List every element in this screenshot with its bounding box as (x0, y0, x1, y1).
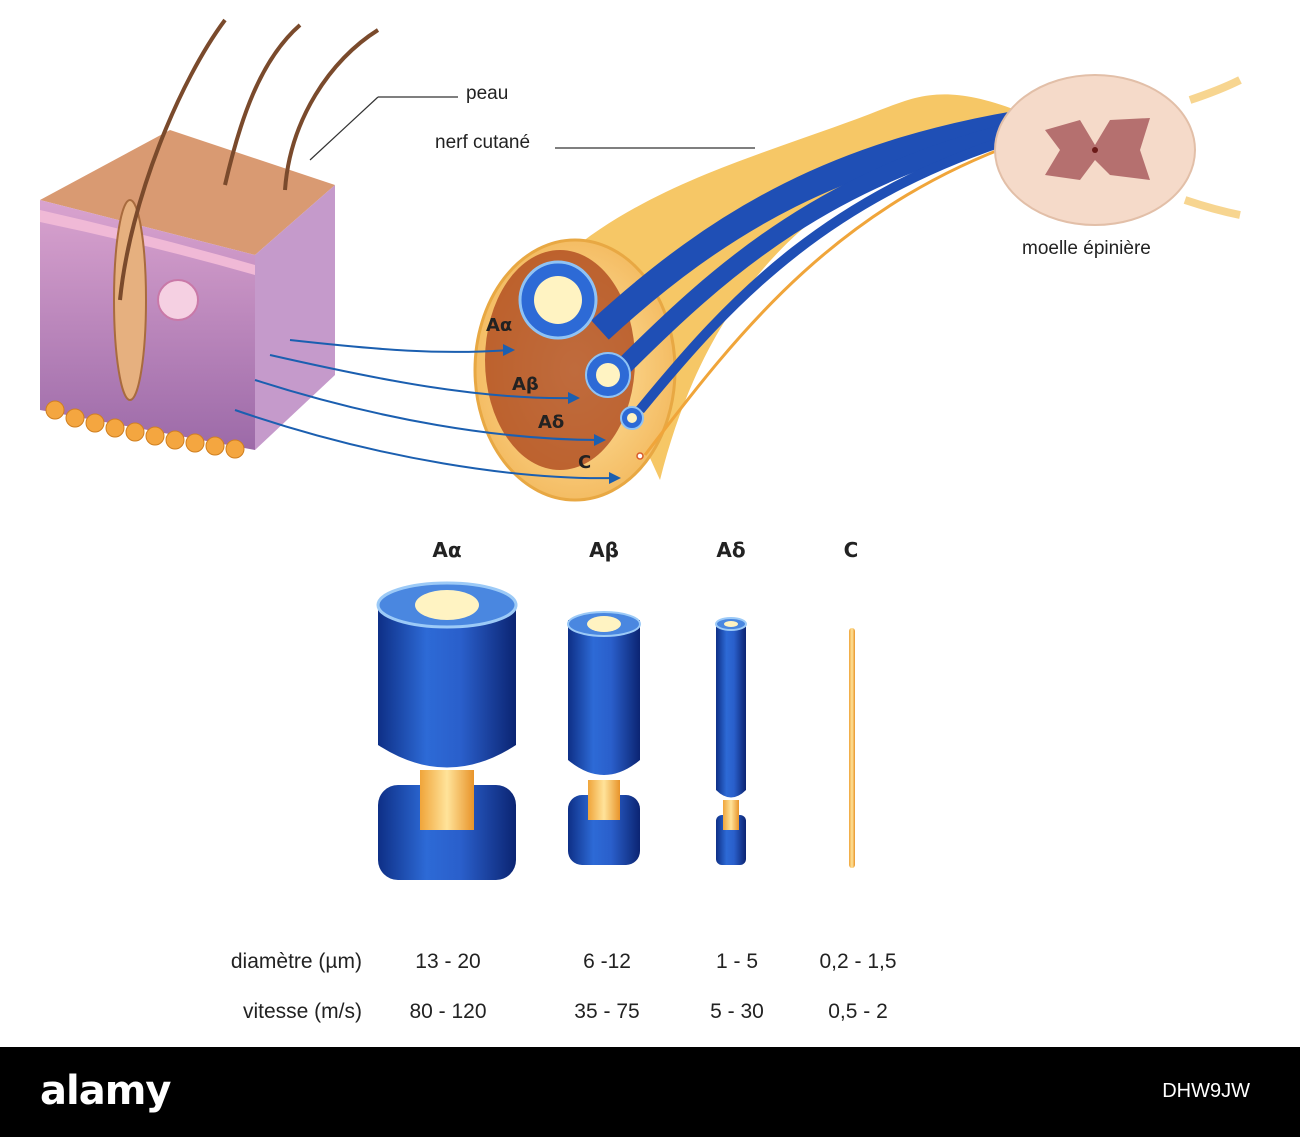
skin-block (40, 18, 380, 459)
fiber-adelta-cylinder (715, 617, 747, 865)
speed-aalpha: 80 - 120 (409, 1000, 487, 1023)
column-title-aalpha: Aα (432, 538, 462, 562)
skin-label: peau (466, 83, 509, 104)
nerve-fiber-illustration (40, 18, 1242, 880)
diameter-adelta: 1 - 5 (715, 950, 759, 973)
speed-c: 0,5 - 2 (828, 1000, 888, 1023)
inner-label-abeta: Aβ (512, 374, 539, 395)
inner-label-adelta: Aδ (538, 412, 565, 433)
speed-row-label: vitesse (m/s) (242, 1000, 362, 1023)
speed-abeta: 35 - 75 (574, 1000, 640, 1023)
brand-logo: alamy (40, 1068, 171, 1114)
diameter-aalpha: 13 - 20 (415, 950, 481, 973)
fiber-aalpha-cylinder (376, 581, 518, 880)
nerve-label: nerf cutané (435, 132, 531, 153)
speed-adelta: 5 - 30 (710, 1000, 764, 1023)
watermark-footer (0, 1047, 1300, 1137)
inner-label-aalpha: Aα (486, 315, 513, 336)
inner-label-c: C (578, 452, 592, 473)
spinal-cord-label: moelle épinière (1022, 238, 1151, 259)
cutaneous-nerve (473, 94, 1045, 502)
image-id: DHW9JW (1162, 1080, 1250, 1102)
column-title-abeta: Aβ (589, 538, 619, 562)
fiber-c-line (849, 628, 855, 868)
diameter-c: 0,2 - 1,5 (819, 950, 897, 973)
column-title-c: C (843, 538, 859, 562)
fiber-arrows (234, 339, 616, 480)
diameter-row-label: diamètre (µm) (230, 950, 362, 973)
diameter-abeta: 6 -12 (583, 950, 631, 973)
fiber-abeta-cylinder (567, 611, 641, 865)
column-title-adelta: Aδ (716, 538, 746, 562)
spinal-cord (994, 74, 1242, 226)
